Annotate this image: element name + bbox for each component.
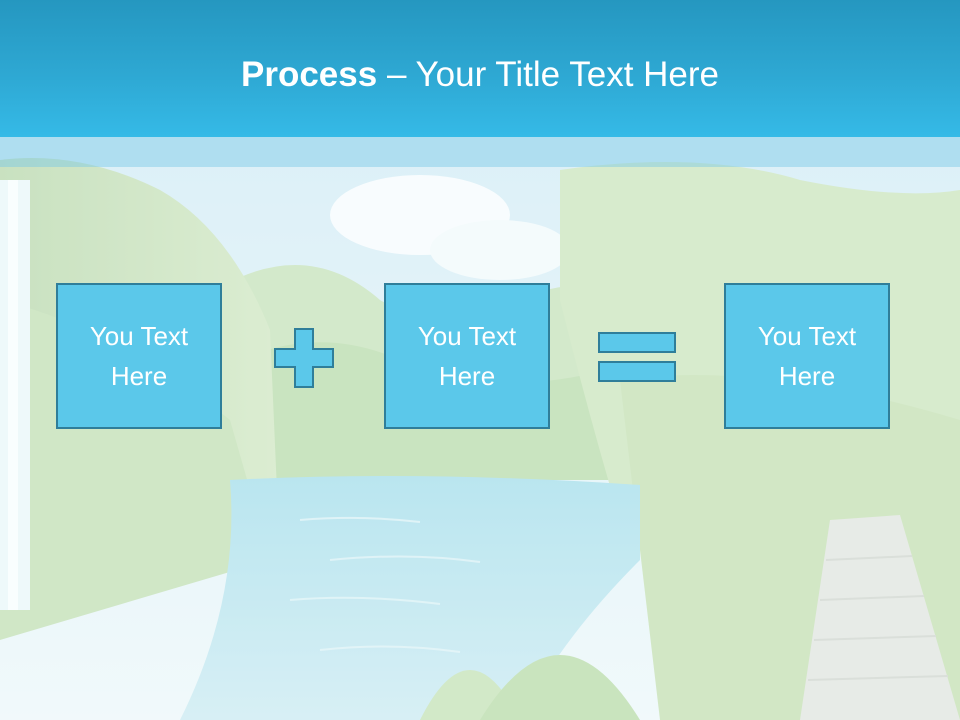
process-box-1[interactable]: You Text Here — [56, 283, 222, 429]
slide-title-rest: – Your Title Text Here — [377, 55, 719, 94]
equals-icon — [597, 331, 677, 383]
title-bar — [0, 0, 960, 137]
process-box-2[interactable]: You Text Here — [384, 283, 550, 429]
slide-title-bold: Process — [241, 55, 378, 94]
slide-title: Process – Your Title Text Here — [0, 52, 960, 98]
process-box-3[interactable]: You Text Here — [724, 283, 890, 429]
title-bar-fade — [0, 137, 960, 167]
plus-icon — [273, 327, 335, 389]
